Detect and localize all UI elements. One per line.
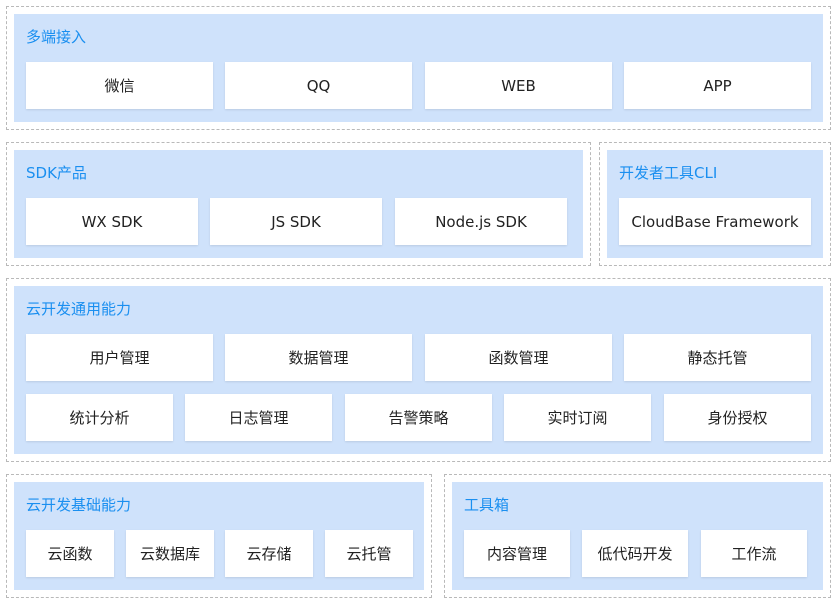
common-item-auth: 身份授权: [664, 394, 811, 441]
base-item-storage: 云存储: [225, 530, 313, 577]
common-panel: 云开发通用能力 用户管理 数据管理 函数管理 静态托管 统计分析 日志管理 告警…: [14, 286, 823, 454]
access-item-wechat: 微信: [26, 62, 213, 109]
access-section: [6, 6, 831, 130]
sdk-item-js: JS SDK: [210, 198, 382, 245]
common-item-stats: 统计分析: [26, 394, 173, 441]
sdk-item-node: Node.js SDK: [395, 198, 567, 245]
base-item-hosting: 云托管: [325, 530, 413, 577]
access-item-web: WEB: [425, 62, 612, 109]
sdk-section: [6, 142, 591, 266]
access-panel: 多端接入 微信 QQ WEB APP: [14, 14, 823, 122]
base-section: [6, 474, 432, 598]
base-item-database: 云数据库: [126, 530, 214, 577]
toolbox-title: 工具箱: [464, 496, 510, 514]
cli-item-framework: CloudBase Framework: [619, 198, 811, 245]
access-item-app: APP: [624, 62, 811, 109]
common-section: [6, 278, 831, 462]
toolbox-item-lowcode: 低代码开发: [582, 530, 688, 577]
sdk-item-wx: WX SDK: [26, 198, 198, 245]
common-item-log: 日志管理: [185, 394, 332, 441]
cli-title: 开发者工具CLI: [619, 164, 718, 182]
access-title: 多端接入: [26, 28, 87, 46]
common-item-data: 数据管理: [225, 334, 412, 381]
common-item-function: 函数管理: [425, 334, 612, 381]
toolbox-panel: 工具箱 内容管理 低代码开发 工作流: [452, 482, 823, 590]
toolbox-section: [444, 474, 831, 598]
common-item-realtime: 实时订阅: [504, 394, 651, 441]
cli-section: [599, 142, 831, 266]
common-item-alarm: 告警策略: [345, 394, 492, 441]
base-title: 云开发基础能力: [26, 496, 132, 514]
common-title: 云开发通用能力: [26, 300, 132, 318]
common-item-hosting: 静态托管: [624, 334, 811, 381]
sdk-title: SDK产品: [26, 164, 87, 182]
base-item-function: 云函数: [26, 530, 114, 577]
access-item-qq: QQ: [225, 62, 412, 109]
cli-panel: 开发者工具CLI CloudBase Framework: [607, 150, 823, 258]
common-item-user: 用户管理: [26, 334, 213, 381]
toolbox-item-workflow: 工作流: [701, 530, 807, 577]
base-panel: 云开发基础能力 云函数 云数据库 云存储 云托管: [14, 482, 424, 590]
toolbox-item-cms: 内容管理: [464, 530, 570, 577]
sdk-panel: SDK产品 WX SDK JS SDK Node.js SDK: [14, 150, 583, 258]
